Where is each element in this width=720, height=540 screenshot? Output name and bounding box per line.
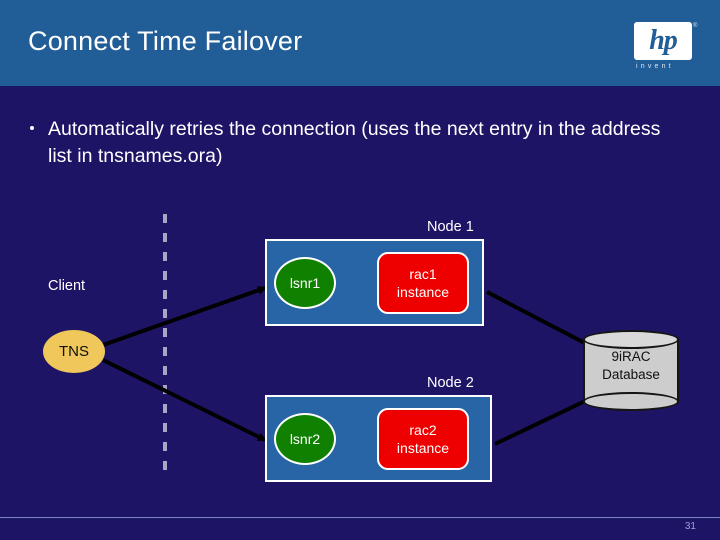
database-label-line1: 9iRAC [611,349,651,364]
rac2-instance-node: rac2 instance [377,408,469,470]
hp-logo: hp ® invent [634,22,700,76]
lsnr2-node: lsnr2 [274,413,336,465]
client-label: Client [48,278,86,294]
page-number: 31 [684,521,696,532]
rac2-instance-line2: instance [396,440,450,456]
node1-to-database-connector [486,290,603,354]
registered-trademark-icon: ® [693,23,698,29]
rac2-instance-line1: rac2 [409,422,437,438]
tns-to-lsnr1-connector [102,286,267,347]
node1-label: Node 1 [427,219,474,235]
rac1-instance-line2: instance [396,284,450,300]
node2-label: Node 2 [427,375,474,391]
hp-logo-letters: hp [649,25,678,56]
tns-node: TNS [43,330,105,373]
database-cylinder-top [583,330,679,349]
page-title: Connect Time Failover [28,26,303,56]
rac1-instance-line1: rac1 [409,266,437,282]
database-label: 9iRAC Database [583,348,679,384]
hp-logo-badge [634,22,692,60]
bullet-list: Automatically retries the connection (us… [24,116,688,170]
footer-divider [0,517,720,518]
hp-logo-tagline: invent [636,63,674,70]
slide-header: Connect Time Failover hp ® invent [0,0,720,86]
bullet-item-text: Automatically retries the connection (us… [48,118,661,167]
lsnr1-node: lsnr1 [274,257,336,309]
database-cylinder: 9iRAC Database [583,330,679,412]
bullet-point-icon [30,126,34,130]
rac1-instance-node: rac1 instance [377,252,469,314]
database-label-line2: Database [602,367,660,382]
tns-to-lsnr2-connector [102,358,267,442]
database-cylinder-bottom [583,392,679,411]
